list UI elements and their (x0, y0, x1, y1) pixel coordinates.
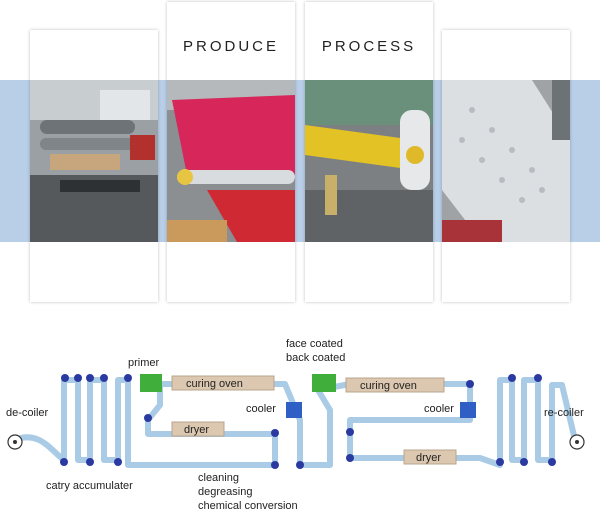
face-coated-label: face coated (286, 338, 343, 350)
recoiler-coil-icon (569, 434, 585, 450)
cleaning-label: cleaning (198, 472, 239, 484)
recoiler-label: re-coiler (544, 407, 584, 419)
dryer-2-label: dryer (416, 452, 441, 464)
cooler-2 (460, 402, 476, 418)
photo-card-4 (442, 30, 570, 302)
cooler-2-label: cooler (424, 403, 454, 415)
degreasing-label: degreasing (198, 486, 252, 498)
photo-card-process: PROCESS (305, 2, 433, 302)
curing-oven-2-label: curing oven (360, 380, 417, 392)
decoiler-coil-icon (7, 434, 23, 450)
curing-oven-2 (345, 377, 445, 393)
patterned-coil-photo (442, 80, 570, 242)
cooler-1-label: cooler (246, 403, 276, 415)
coil-coating-process-diagram: de-coiler catry accumulater primer curin… (6, 338, 585, 512)
yellow-strip-photo (305, 80, 433, 242)
primer-coater (140, 374, 162, 392)
red-coil-photo (167, 80, 295, 242)
process-label: PROCESS (321, 38, 417, 55)
photo-card-produce: PRODUCE (167, 2, 295, 302)
production-line-photo (30, 80, 158, 242)
decoiler-label: de-coiler (6, 407, 49, 419)
curing-oven-1 (171, 375, 275, 391)
cooler-1 (286, 402, 302, 418)
dryer-1 (171, 421, 225, 437)
accumulator-label: catry accumulater (46, 480, 133, 492)
finish-coater (312, 374, 336, 392)
dryer-1-label: dryer (184, 424, 209, 436)
primer-label: primer (128, 357, 160, 369)
photo-card-1 (30, 30, 158, 302)
conversion-label: chemical conversion (198, 500, 298, 512)
rollers (60, 374, 556, 469)
curing-oven-1-label: curing oven (186, 378, 243, 390)
produce-label: PRODUCE (182, 38, 279, 55)
back-coated-label: back coated (286, 352, 345, 364)
dryer-2 (403, 449, 457, 465)
strip-path (11, 377, 578, 468)
